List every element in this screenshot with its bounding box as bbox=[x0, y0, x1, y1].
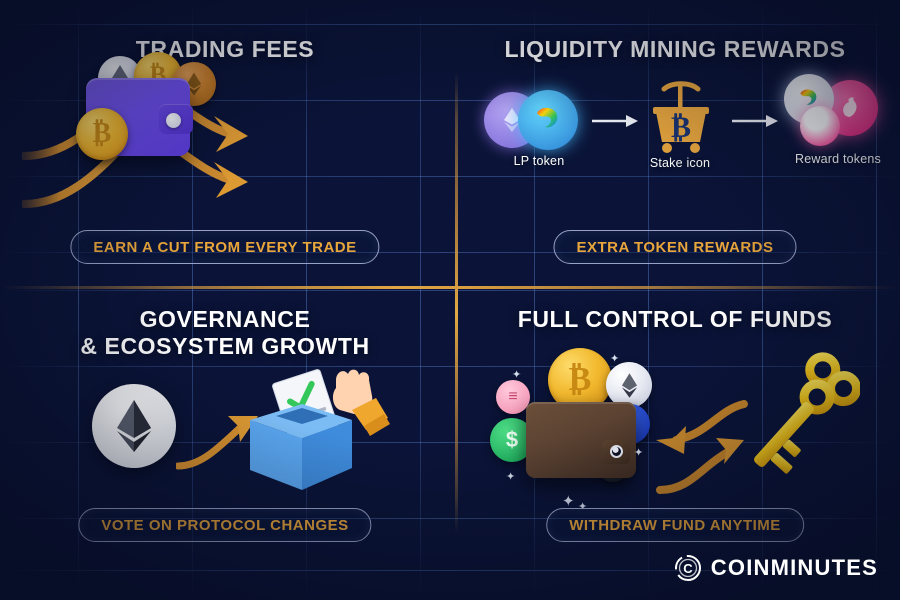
ballot-box bbox=[240, 362, 400, 492]
trading-fees-illustration: ₿ ₿ bbox=[0, 52, 450, 220]
badge-earn-a-cut[interactable]: EARN A CUT FROM EVERY TRADE bbox=[70, 230, 380, 264]
bitcoin-coin: ₿ bbox=[76, 108, 128, 160]
governance-illustration bbox=[0, 362, 450, 502]
arrow-right-icon bbox=[732, 115, 778, 127]
panel-liquidity-mining-rewards: LIQUIDITY MINING REWARDS LP token bbox=[450, 0, 900, 287]
coinminutes-circle-c-icon: C bbox=[674, 555, 701, 581]
panel-title: LIQUIDITY MINING REWARDS bbox=[504, 36, 846, 62]
mining-cart-stake-icon: ₿ Stake icon bbox=[646, 76, 714, 170]
sparkle-icon: ✦ bbox=[562, 493, 575, 510]
panel-title: GOVERNANCE bbox=[139, 306, 311, 332]
rainbow-token-icon bbox=[518, 90, 578, 150]
badge-extra-token-rewards[interactable]: EXTRA TOKEN REWARDS bbox=[553, 230, 797, 264]
reward-tokens-icon: Reward tokens bbox=[780, 74, 890, 166]
panel-title-line2: & ECOSYSTEM GROWTH bbox=[80, 333, 370, 359]
liquidity-flow-illustration: LP token ₿ bbox=[450, 74, 900, 198]
wallet-snap bbox=[166, 113, 181, 128]
brown-wallet bbox=[526, 402, 636, 478]
logo-text: COINMINUTES bbox=[710, 555, 878, 580]
wallet-snap bbox=[610, 445, 623, 458]
pink-token-icon bbox=[800, 106, 840, 146]
panel-trading-fees: TRADING FEES bbox=[0, 0, 450, 287]
sparkle-icon: ✦ bbox=[506, 471, 516, 483]
svg-text:C: C bbox=[683, 561, 693, 576]
panel-title: FULL CONTROL OF FUNDS bbox=[517, 306, 833, 332]
svg-text:₿: ₿ bbox=[671, 111, 691, 144]
sparkle-icon: ✦ bbox=[610, 353, 620, 365]
badge-vote-on-protocol-changes[interactable]: VOTE ON PROTOCOL CHANGES bbox=[78, 508, 372, 542]
step-caption: Reward tokens bbox=[795, 152, 881, 166]
sparkle-icon: ✦ bbox=[512, 369, 522, 381]
step-caption: Stake icon bbox=[649, 156, 711, 170]
ethereum-disc-icon bbox=[92, 384, 176, 468]
panel-governance-ecosystem-growth: GOVERNANCE & ECOSYSTEM GROWTH bbox=[0, 290, 450, 600]
gold-key-icon bbox=[754, 352, 860, 474]
lp-token-pair-icon: LP token bbox=[484, 88, 594, 168]
arrow-right-icon bbox=[592, 115, 638, 127]
step-caption: LP token bbox=[513, 154, 565, 168]
badge-withdraw-fund-anytime[interactable]: WITHDRAW FUND ANYTIME bbox=[546, 508, 804, 542]
full-control-illustration: ≡ $ ₿ ✶ ✕ ✦ ✦ ✦ ✦ ✦ ✦ bbox=[450, 348, 900, 513]
solana-coin: ≡ bbox=[496, 380, 530, 414]
coinminutes-logo[interactable]: C COINMINUTES bbox=[674, 554, 878, 582]
